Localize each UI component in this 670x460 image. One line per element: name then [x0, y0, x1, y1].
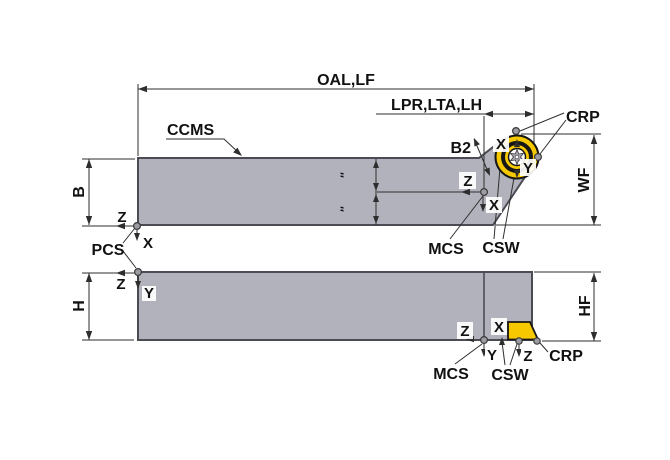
dim-label-b: B: [71, 186, 88, 198]
label-crp-side: CRP: [549, 348, 583, 365]
dim-label-lpr: LPR,LTA,LH: [391, 97, 482, 114]
pcs-marker-side-view: [134, 268, 143, 277]
axis-y-csw-top: Y: [523, 160, 533, 177]
insert-side-view: [507, 321, 540, 341]
reference-point-markers: [133, 126, 542, 345]
crp-marker-side-view: [533, 337, 541, 345]
label-chips: [113, 135, 536, 363]
text-labels: OAL,LF LPR,LTA,LH CCMS CRP B2 WF B H HF …: [71, 72, 600, 384]
label-csw-side: CSW: [491, 367, 529, 384]
pcs-marker-top-view: [133, 222, 142, 231]
dimension-lines: [82, 84, 601, 353]
leader-lines: [122, 112, 567, 366]
axis-x-csw-side: X: [494, 319, 504, 336]
dim-label-hf: HF: [577, 295, 594, 317]
side-view: [137, 271, 540, 341]
axis-y-pcs-side: Y: [144, 285, 154, 302]
axis-z-pcs-top: Z: [117, 209, 126, 226]
label-ccms: CCMS: [167, 122, 214, 139]
label-mcs-side: MCS: [433, 366, 469, 383]
axis-x-pcs-top: X: [143, 235, 153, 252]
csw-marker-side-view: [515, 337, 523, 345]
dim-label-b2: B2: [451, 140, 472, 157]
equal-mark-upper: ″: [332, 172, 346, 178]
dim-label-wf: WF: [576, 167, 593, 192]
dim-label-oal: OAL,LF: [317, 72, 375, 89]
mcs-marker-top-view: [480, 188, 489, 197]
mcs-marker-side-view: [480, 336, 489, 345]
axis-y-mcs-side: Y: [487, 347, 497, 364]
label-pcs: PCS: [92, 242, 125, 259]
label-mcs-top: MCS: [428, 241, 464, 258]
dim-label-h: H: [71, 300, 88, 312]
dimension-arrowheads: [85, 85, 598, 357]
label-crp-top: CRP: [566, 109, 600, 126]
axis-x-csw-top: X: [496, 136, 506, 153]
axis-z-csw-side: Z: [523, 348, 532, 365]
equal-mark-lower: ″: [332, 206, 346, 212]
axis-z-mcs-top: Z: [463, 173, 472, 190]
crp-marker-right: [533, 153, 542, 162]
axis-x-mcs-top: X: [489, 197, 499, 214]
axis-z-pcs-side: Z: [116, 276, 125, 293]
axis-z-mcs-side: Z: [460, 323, 469, 340]
label-csw-top: CSW: [482, 240, 520, 257]
crp-marker-top: [511, 126, 520, 135]
